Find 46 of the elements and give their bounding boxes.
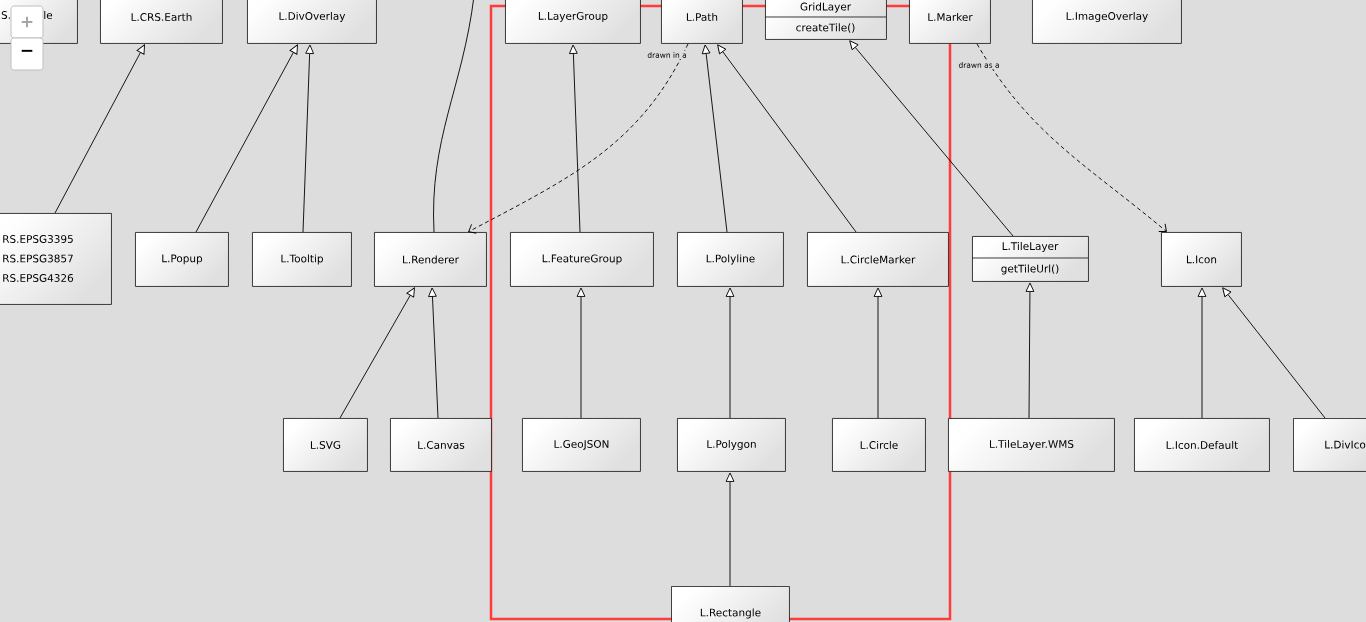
inheritance-arrow	[725, 472, 735, 587]
class-box: L.DivOverlay	[247, 0, 377, 44]
inheritance-arrow	[873, 287, 883, 419]
class-box: L.CRS.Earth	[100, 0, 223, 44]
class-box: L.LayerGroup	[505, 0, 641, 44]
dependency-arrow	[976, 43, 1167, 232]
class-box: L.Marker	[909, 0, 991, 44]
class-box: L.Icon.Default	[1134, 418, 1270, 472]
class-box: L.TileLayer.WMS	[948, 418, 1115, 472]
class-box: L.Circle	[832, 418, 926, 472]
class-box: L.Polyline	[677, 232, 784, 287]
inheritance-arrow	[195, 44, 298, 233]
connector-line	[433, 0, 475, 233]
class-box: L.CircleMarker	[807, 232, 949, 287]
class-box: L.Tooltip	[252, 232, 352, 287]
inheritance-arrow	[576, 287, 586, 419]
inheritance-arrow	[302, 44, 314, 233]
class-box: RS.EPSG3395 RS.EPSG3857 RS.EPSG4326	[0, 213, 112, 305]
inheritance-arrow	[701, 44, 728, 233]
inheritance-arrow	[428, 287, 439, 419]
class-box: L.Rectangle	[671, 586, 790, 622]
inheritance-arrow	[717, 44, 857, 233]
inheritance-arrow	[1222, 287, 1326, 419]
class-box: L.TileLayer getTileUrl()	[971, 236, 1089, 282]
class-box: L.Popup	[135, 232, 229, 287]
class-box: L.FeatureGroup	[510, 232, 654, 287]
class-box: L.ImageOverlay	[1032, 0, 1182, 44]
inheritance-arrow	[339, 287, 415, 419]
class-box: L.GeoJSON	[522, 418, 641, 472]
class-box: L.Icon	[1161, 232, 1242, 287]
class-box: L.SVG	[283, 418, 368, 472]
class-box: L.Renderer	[374, 232, 487, 287]
class-box: L.DivIco	[1293, 418, 1366, 472]
inheritance-arrow	[849, 40, 1014, 237]
inheritance-arrow	[54, 44, 145, 214]
inheritance-arrow	[1197, 287, 1207, 419]
inheritance-arrow	[1025, 282, 1035, 419]
dependency-arrow	[468, 43, 689, 234]
zoom-out-button: −	[10, 37, 44, 71]
zoom-in-button: +	[10, 5, 44, 39]
inheritance-arrow	[725, 287, 735, 419]
class-box: L.Polygon	[677, 418, 786, 472]
class-box: L.Canvas	[390, 418, 492, 472]
inheritance-arrow	[569, 44, 581, 233]
class-box: L.Path	[661, 0, 743, 44]
class-box: GridLayer createTile()	[764, 0, 887, 40]
